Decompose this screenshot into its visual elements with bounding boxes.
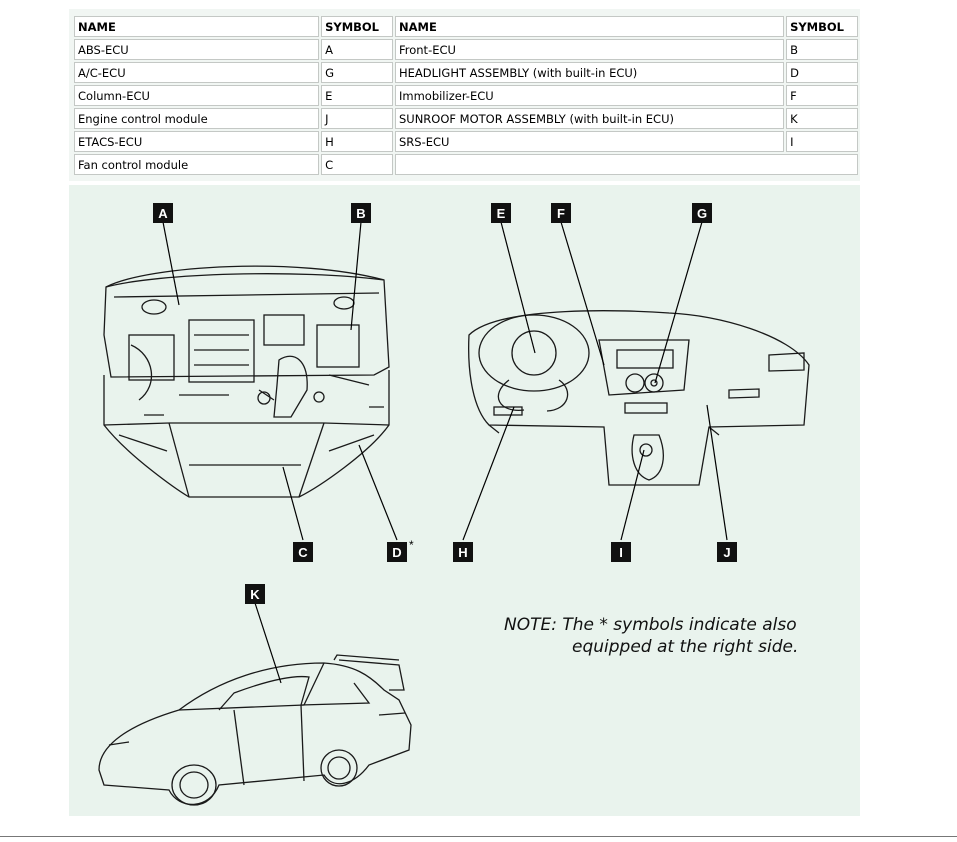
callout-box-d (387, 542, 407, 562)
table-header-row: NAME SYMBOL NAME SYMBOL (74, 16, 858, 37)
table-cell: H (321, 131, 393, 152)
callout-label-d: D (392, 545, 401, 560)
callout-label-f: F (557, 206, 565, 221)
engine-compartment-drawing (103, 265, 390, 498)
callout-label-i: I (619, 545, 623, 560)
callout-box-a (153, 203, 173, 223)
callout-label-k: K (250, 587, 260, 602)
table-row: ETACS-ECU H SRS-ECU I (74, 131, 858, 152)
table-cell: I (786, 131, 858, 152)
table-cell: K (786, 108, 858, 129)
callout-label-a: A (158, 206, 168, 221)
table-cell: Fan control module (74, 154, 320, 175)
callout-box-e (491, 203, 511, 223)
table-row: Engine control module J SUNROOF MOTOR AS… (74, 108, 858, 129)
table-cell: SRS-ECU (394, 131, 785, 152)
callout-boxes (153, 203, 737, 604)
table-cell: C (321, 154, 393, 175)
callout-box-f (551, 203, 571, 223)
table-cell: ABS-ECU (74, 39, 320, 60)
table-cell: Immobilizer-ECU (394, 85, 785, 106)
callout-box-j (717, 542, 737, 562)
callout-label-g: G (697, 206, 707, 221)
note-line-1: NOTE: The * symbols indicate also (504, 615, 797, 635)
callout-label-b: B (356, 206, 365, 221)
header-name-2: NAME (394, 16, 785, 37)
callout-box-k (245, 584, 265, 604)
table-cell: Column-ECU (74, 85, 320, 106)
note-line-2: equipped at the right side. (572, 637, 799, 657)
callout-label-e: E (497, 206, 506, 221)
header-symbol-1: SYMBOL (321, 16, 393, 37)
table-row: Column-ECU E Immobilizer-ECU F (74, 85, 858, 106)
car-body-drawing (98, 654, 412, 806)
diagram-svg: A B C D E F G H I J K * (98, 203, 810, 806)
table-cell: A (321, 39, 393, 60)
callout-leader-lines (162, 221, 728, 684)
table-cell: A/C-ECU (74, 62, 320, 83)
table-cell: ETACS-ECU (74, 131, 320, 152)
callout-box-b (351, 203, 371, 223)
dashboard-drawing (468, 310, 810, 486)
table-cell: G (321, 62, 393, 83)
component-legend-table: NAME SYMBOL NAME SYMBOL ABS-ECU A Front-… (72, 14, 860, 177)
table-cell-empty (394, 154, 858, 175)
table-cell: Front-ECU (394, 39, 785, 60)
callout-label-c: C (298, 545, 308, 560)
table-cell: D (786, 62, 858, 83)
table-row: Fan control module C (74, 154, 858, 175)
header-symbol-2: SYMBOL (786, 16, 858, 37)
callout-box-c (293, 542, 313, 562)
table-row: A/C-ECU G HEADLIGHT ASSEMBLY (with built… (74, 62, 858, 83)
component-location-diagram: A B C D E F G H I J K * NOTE: The * symb… (69, 185, 860, 816)
callout-letters: A B C D E F G H I J K (158, 206, 730, 602)
callout-box-h (453, 542, 473, 562)
callout-asterisk-d: * (409, 538, 414, 552)
table-cell: Engine control module (74, 108, 320, 129)
bottom-divider (0, 836, 957, 837)
table-cell: SUNROOF MOTOR ASSEMBLY (with built-in EC… (394, 108, 785, 129)
legend-panel: NAME SYMBOL NAME SYMBOL ABS-ECU A Front-… (69, 9, 860, 181)
callout-box-i (611, 542, 631, 562)
callout-label-j: J (723, 545, 730, 560)
table-cell: F (786, 85, 858, 106)
table-cell: J (321, 108, 393, 129)
header-name-1: NAME (74, 16, 320, 37)
table-cell: E (321, 85, 393, 106)
table-cell: B (786, 39, 858, 60)
callout-box-g (692, 203, 712, 223)
table-row: ABS-ECU A Front-ECU B (74, 39, 858, 60)
table-cell: HEADLIGHT ASSEMBLY (with built-in ECU) (394, 62, 785, 83)
callout-label-h: H (458, 545, 467, 560)
